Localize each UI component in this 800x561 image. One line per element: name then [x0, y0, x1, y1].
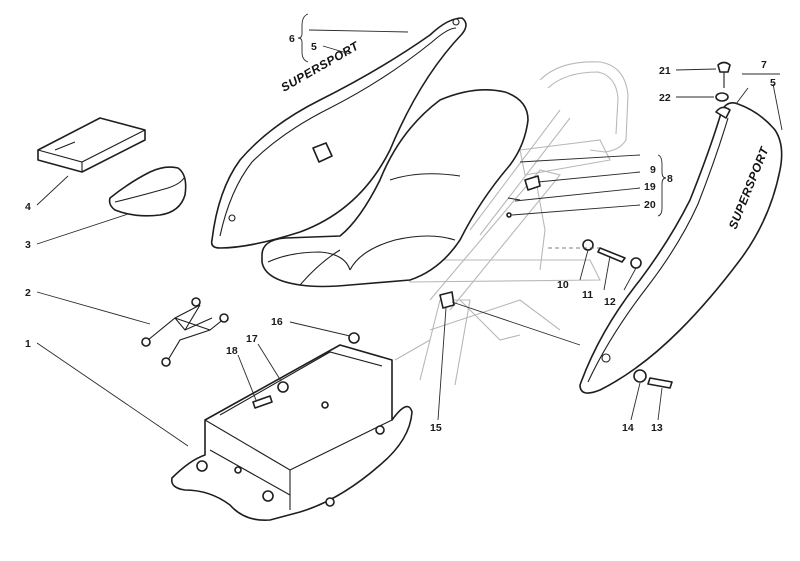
callout-10: 10 [557, 279, 569, 291]
callout-11: 11 [582, 289, 593, 301]
callout-20: 20 [644, 199, 656, 211]
callout-1: 1 [25, 338, 31, 350]
callout-12: 12 [604, 296, 616, 308]
callout-6: 6 [289, 33, 295, 45]
screw-21[interactable] [717, 61, 731, 73]
callout-15: 15 [430, 422, 442, 434]
luggage-strap[interactable] [141, 297, 229, 367]
callout-21: 21 [659, 65, 671, 77]
callout-18: 18 [226, 345, 238, 357]
bolt-18[interactable] [252, 395, 273, 409]
seat-pad[interactable] [108, 166, 187, 217]
seat[interactable] [261, 88, 529, 288]
callout-17: 17 [246, 333, 258, 345]
rear-subframe [394, 61, 629, 386]
rubber-grommet [312, 142, 333, 163]
callout-4: 4 [25, 201, 31, 213]
callout-16: 16 [271, 316, 283, 328]
callout-22: 22 [659, 92, 671, 104]
pin-20[interactable] [506, 212, 512, 218]
spring-19[interactable] [507, 197, 521, 201]
callout-8: 8 [667, 173, 673, 185]
washer-17[interactable] [277, 381, 289, 393]
callout-13: 13 [651, 422, 663, 434]
washer-22[interactable] [715, 92, 729, 102]
owner-manual[interactable] [37, 117, 146, 173]
bolt-13[interactable] [647, 377, 673, 389]
spacer-11[interactable] [597, 247, 626, 263]
nut-12[interactable] [630, 257, 642, 269]
washer-14[interactable] [633, 369, 647, 383]
right-side-panel[interactable]: SUPERSPORT [579, 102, 783, 394]
callout-5-left: 5 [311, 41, 317, 53]
callout-5-right: 5 [770, 77, 776, 89]
callout-19: 19 [644, 181, 656, 193]
undertray[interactable] [170, 344, 413, 522]
leader-lines [36, 13, 783, 447]
callout-7: 7 [761, 59, 767, 71]
nut-16[interactable] [348, 332, 360, 344]
callout-2: 2 [25, 287, 31, 299]
clip-9[interactable] [524, 175, 541, 191]
callout-labels: 1 2 3 4 5 6 5 7 8 9 10 11 12 13 14 15 16… [25, 33, 776, 434]
callout-9: 9 [650, 164, 656, 176]
bushing-10[interactable] [582, 239, 594, 251]
bracket-15[interactable] [439, 291, 455, 309]
callout-3: 3 [25, 239, 31, 251]
callout-14: 14 [622, 422, 634, 434]
